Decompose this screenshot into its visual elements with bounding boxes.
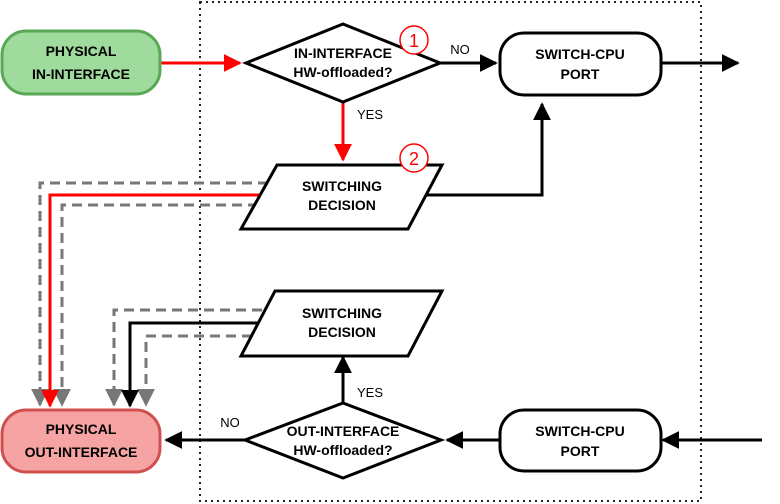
physical-out-interface-node: PHYSICAL OUT-INTERFACE bbox=[0, 408, 162, 474]
node-label: OUT-INTERFACE bbox=[25, 444, 138, 460]
dashed-path-bottom-outer bbox=[105, 308, 262, 407]
node-label: HW-offloaded? bbox=[293, 64, 392, 80]
node-label: DECISION bbox=[308, 324, 376, 340]
system-boundary bbox=[199, 1, 702, 502]
marker-label: 2 bbox=[409, 149, 419, 169]
node-label: PHYSICAL bbox=[46, 43, 117, 59]
step-2-marker: 2 bbox=[399, 143, 429, 173]
edge-label-in-no: NO bbox=[450, 42, 470, 57]
node-label: IN-INTERFACE bbox=[294, 45, 392, 61]
physical-in-interface-node: PHYSICAL IN-INTERFACE bbox=[0, 29, 162, 96]
switch-cpu-port-top-node: SWITCH-CPU PORT bbox=[498, 31, 663, 97]
node-label: DECISION bbox=[308, 197, 376, 213]
node-label: SWITCH-CPU bbox=[535, 46, 624, 62]
edge-label-in-yes: YES bbox=[357, 107, 383, 122]
node-label: IN-INTERFACE bbox=[32, 66, 130, 82]
node-label: PORT bbox=[561, 66, 600, 82]
switching-decision-top-node: SWITCHING DECISION bbox=[238, 163, 445, 231]
red-arrow-switch-to-out bbox=[41, 193, 268, 408]
dashed-path-top-inner bbox=[53, 203, 258, 407]
out-interface-decision-node: OUT-INTERFACE HW-offloaded? bbox=[240, 401, 446, 480]
dashed-path-bottom-inner bbox=[137, 334, 252, 407]
node-label: HW-offloaded? bbox=[293, 442, 392, 458]
node-label: SWITCH-CPU bbox=[535, 423, 624, 439]
edge-label-out-yes: YES bbox=[357, 385, 383, 400]
node-label: OUT-INTERFACE bbox=[287, 423, 400, 439]
switching-decision-bottom-node: SWITCHING DECISION bbox=[238, 289, 445, 358]
step-1-marker: 1 bbox=[399, 25, 429, 55]
dashed-path-top-outer bbox=[31, 181, 268, 407]
node-label: SWITCHING bbox=[302, 178, 382, 194]
marker-label: 1 bbox=[409, 31, 419, 51]
node-label: SWITCHING bbox=[302, 305, 382, 321]
in-interface-decision-node: IN-INTERFACE HW-offloaded? bbox=[241, 22, 445, 104]
node-label: PORT bbox=[561, 443, 600, 459]
arrow-switch-to-cpu bbox=[414, 102, 551, 197]
arrow-switch-bottom-to-out bbox=[121, 321, 262, 408]
edge-label-out-no: NO bbox=[220, 415, 240, 430]
switch-cpu-port-bottom-node: SWITCH-CPU PORT bbox=[498, 408, 663, 473]
node-label: PHYSICAL bbox=[46, 421, 117, 437]
